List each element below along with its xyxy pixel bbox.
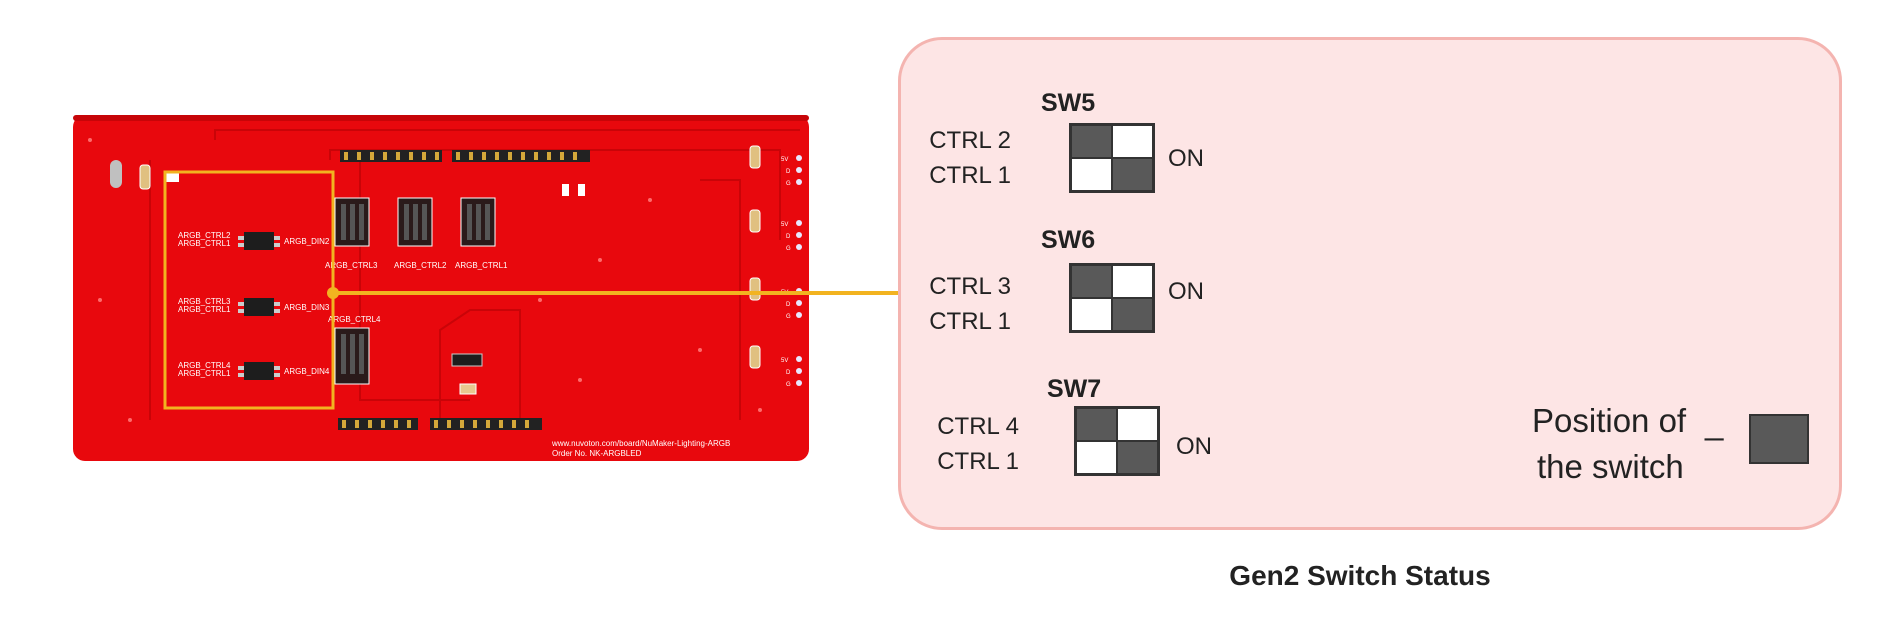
sw5-cell-2-1	[1071, 158, 1112, 191]
svg-text:D: D	[786, 370, 791, 376]
board-dip-switch-ctrl3	[334, 197, 370, 247]
sw5-row2-label: CTRL 1	[929, 162, 1011, 189]
svg-text:D: D	[786, 234, 791, 240]
sw5-dip-diagram	[1069, 123, 1155, 193]
silk-left-2b: ARGB_CTRL1	[178, 305, 231, 314]
board-figure: ARGB_CTRL3 ARGB_CTRL2 ARGB_CTRL1 ARGB_CT…	[73, 115, 900, 461]
sw6-cell-1-1	[1071, 265, 1112, 298]
sw5-title: SW5	[1041, 89, 1096, 117]
board-chip-3	[238, 362, 280, 380]
sw7-cell-1-2	[1117, 408, 1158, 441]
legend-line2: the switch	[1537, 448, 1684, 485]
svg-text:G: G	[786, 181, 791, 187]
pin-header-bottom-right	[430, 418, 542, 430]
silk-left-3b: ARGB_CTRL1	[178, 369, 231, 378]
silk-ctrl1: ARGB_CTRL1	[455, 261, 508, 270]
silk-left-3a: ARGB_CTRL4	[178, 361, 231, 370]
smd-component	[139, 164, 151, 190]
svg-text:G: G	[786, 314, 791, 320]
svg-text:D: D	[786, 302, 791, 308]
sw5-row1-label: CTRL 2	[929, 127, 1011, 154]
sw6-row2-label: CTRL 1	[929, 308, 1011, 335]
sw5-on-label: ON	[1168, 145, 1204, 172]
sw7-dip-diagram	[1074, 406, 1160, 476]
silk-din2: ARGB_DIN2	[284, 237, 330, 246]
silk-url: www.nuvoton.com/board/NuMaker-Lighting-A…	[551, 439, 730, 448]
silk-ctrl4: ARGB_CTRL4	[328, 315, 381, 324]
sw6-cell-2-1	[1071, 298, 1112, 331]
svg-text:5V: 5V	[781, 358, 788, 364]
legend-swatch	[1749, 414, 1809, 464]
silk-din4: ARGB_DIN4	[284, 367, 330, 376]
sw6-row1-label: CTRL 3	[929, 273, 1011, 300]
silk-order: Order No. NK-ARGBLED	[552, 449, 642, 458]
legend-line1: Position of	[1532, 402, 1687, 439]
right-connector-4: 5V D G	[749, 345, 802, 388]
silk-ctrl3: ARGB_CTRL3	[325, 261, 378, 270]
sw7-cell-2-1	[1076, 441, 1117, 474]
board-dip-switch-ctrl1	[460, 197, 496, 247]
sw6-cell-2-2	[1112, 298, 1153, 331]
sw7-title: SW7	[1047, 375, 1102, 403]
sw7-cell-2-2	[1117, 441, 1158, 474]
silk-left-1a: ARGB_CTRL2	[178, 231, 231, 240]
sw6-cell-1-2	[1112, 265, 1153, 298]
sw6-dip-diagram	[1069, 263, 1155, 333]
sw6-title: SW6	[1041, 226, 1096, 254]
svg-text:5V: 5V	[781, 222, 788, 228]
mounting-pad	[110, 160, 122, 188]
figure-caption: Gen2 Switch Status	[1229, 560, 1491, 591]
board-dip-switch-ctrl2	[397, 197, 433, 247]
svg-text:5V: 5V	[781, 157, 788, 163]
smd-diode	[451, 353, 483, 367]
pin-header-bottom-left	[338, 418, 418, 430]
silk-ctrl2: ARGB_CTRL2	[394, 261, 447, 270]
svg-text:G: G	[786, 246, 791, 252]
board-chip-1	[238, 232, 280, 250]
svg-text:D: D	[786, 169, 791, 175]
right-connector-1: 5V D G	[749, 145, 802, 187]
legend-dash: _	[1705, 404, 1724, 441]
switch-status-panel: SW5 CTRL 2 CTRL 1 ON SW6 CTRL 3 CTRL 1 O…	[898, 37, 1842, 530]
sw7-on-label: ON	[1176, 433, 1212, 460]
pin-header-top-right	[452, 150, 590, 162]
sw7-row2-label: CTRL 1	[937, 448, 1019, 475]
board-dip-switch-ctrl4	[334, 327, 370, 385]
right-connector-2: 5V D G	[749, 209, 802, 252]
pin-header-top-left	[340, 150, 442, 162]
pcb-vias	[88, 138, 762, 422]
sw7-cell-1-1	[1076, 408, 1117, 441]
board-chip-2	[238, 298, 280, 316]
silk-left-2a: ARGB_CTRL3	[178, 297, 231, 306]
sw5-cell-1-2	[1112, 125, 1153, 158]
sw7-row1-label: CTRL 4	[937, 413, 1019, 440]
silk-din3: ARGB_DIN3	[284, 303, 330, 312]
sw5-cell-2-2	[1112, 158, 1153, 191]
smd-capacitor	[459, 383, 477, 395]
silk-left-1b: ARGB_CTRL1	[178, 239, 231, 248]
sw5-cell-1-1	[1071, 125, 1112, 158]
svg-text:G: G	[786, 382, 791, 388]
sw6-on-label: ON	[1168, 278, 1204, 305]
